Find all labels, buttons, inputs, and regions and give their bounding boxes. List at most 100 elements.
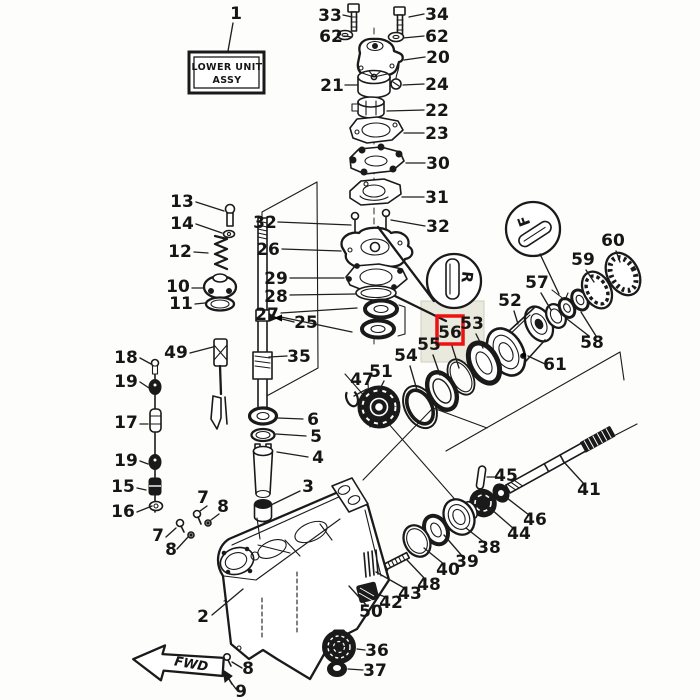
part-number-19: 19 (114, 451, 138, 471)
title-box: LOWER UNIT ASSY (187, 50, 266, 95)
leader-line-53 (475, 333, 484, 349)
leader-line-54 (409, 365, 418, 391)
woodruff-key-24 (390, 78, 402, 90)
leader-line-38 (465, 527, 486, 544)
part-number-9: 9 (235, 682, 247, 700)
bolt-18 (150, 358, 160, 375)
title-box-line2: ASSY (212, 75, 241, 86)
part-number-46: 46 (523, 510, 547, 530)
part-number-1: 1 (230, 4, 242, 24)
driveshaft-small-parts (148, 203, 238, 513)
leader-line-49 (189, 346, 214, 354)
gasket-30 (349, 143, 405, 176)
bolt-8c (223, 652, 232, 667)
selected-part-outline[interactable] (435, 314, 465, 346)
connector-15 (148, 477, 162, 496)
leader-line-62 (343, 35, 353, 38)
part-number-62: 62 (425, 27, 449, 47)
part-number-26: 26 (256, 240, 280, 260)
leader-line-8 (210, 513, 220, 521)
leader-line-35 (268, 355, 288, 358)
part-number-24: 24 (425, 75, 449, 95)
part-number-25: 25 (294, 313, 318, 333)
leader-line-60 (615, 250, 621, 263)
inset-detail-f: F (504, 200, 569, 301)
screw-7a (192, 509, 202, 525)
leader-line-16 (136, 505, 153, 513)
part-number-45: 45 (494, 466, 518, 486)
shim-5 (250, 427, 276, 443)
damper-housing-10 (202, 273, 238, 300)
part-number-21: 21 (320, 76, 344, 96)
leader-line-7 (199, 505, 208, 512)
leader-line-26 (281, 248, 342, 252)
part-number-27: 27 (255, 305, 279, 325)
part-number-8: 8 (242, 659, 254, 679)
part-number-34: 34 (425, 5, 449, 25)
leader-line-19 (139, 460, 149, 465)
part-number-22: 22 (425, 101, 449, 121)
inset-leader-line (376, 225, 436, 303)
part-number-42: 42 (379, 593, 403, 613)
part-number-47: 47 (350, 370, 374, 390)
leader-line-32 (277, 221, 352, 226)
leader-line-42 (363, 588, 389, 599)
leader-line-62 (402, 35, 425, 39)
bearing-53 (465, 340, 503, 386)
marker-letter-r: R (457, 270, 476, 284)
part-number-8: 8 (165, 540, 177, 560)
bearing-6 (247, 406, 279, 426)
part-number-4: 4 (312, 448, 324, 468)
leader-line-18 (139, 357, 152, 365)
pin-45 (475, 465, 487, 490)
o-ring-28 (355, 285, 397, 301)
part-number-41: 41 (577, 480, 601, 500)
part-number-16: 16 (111, 502, 135, 522)
leader-line-41 (562, 460, 585, 485)
part-number-10: 10 (166, 277, 190, 297)
part-number-19: 19 (114, 372, 138, 392)
leader-line-39 (443, 534, 464, 558)
shift-cam-49 (210, 338, 228, 430)
part-number-55: 55 (417, 335, 441, 355)
leader-line-12 (193, 251, 209, 254)
leader-line-40 (423, 547, 446, 566)
pinion-gear-51 (357, 385, 401, 429)
leader-line-28 (289, 293, 356, 296)
leader-line-56 (451, 345, 460, 369)
leader-line-59 (585, 269, 595, 283)
part-number-37: 37 (363, 661, 387, 681)
leader-line-22 (386, 109, 425, 112)
leader-line-6 (277, 417, 304, 420)
leader-line-52 (513, 310, 519, 325)
part-number-23: 23 (425, 124, 449, 144)
clip-47 (344, 388, 360, 408)
part-number-5: 5 (310, 427, 322, 447)
leader-line-9 (229, 680, 237, 690)
part-number-49: 49 (164, 343, 188, 363)
part-number-39: 39 (455, 552, 479, 572)
leader-line-32 (390, 219, 426, 227)
part-number-20: 20 (426, 48, 450, 68)
part-number-33: 33 (318, 6, 342, 26)
part-number-57: 57 (525, 273, 549, 293)
part-number-60: 60 (601, 231, 625, 251)
washer-8a (204, 519, 212, 527)
leader-line-43 (375, 571, 407, 590)
leader-line-57 (540, 292, 552, 311)
part-number-36: 36 (365, 641, 389, 661)
sleeve-4 (252, 443, 274, 499)
part-number-29: 29 (264, 269, 288, 289)
bolt-13 (224, 203, 236, 227)
splined-ring-59 (580, 270, 614, 310)
leader-dot-61 (521, 352, 527, 358)
leader-line-11 (194, 302, 206, 305)
part-number-31: 31 (425, 188, 449, 208)
leader-line-2 (211, 588, 244, 616)
part-number-32: 32 (253, 213, 277, 233)
part-number-58: 58 (580, 333, 604, 353)
leader-line-8 (231, 661, 243, 669)
part-number-51: 51 (369, 362, 393, 382)
